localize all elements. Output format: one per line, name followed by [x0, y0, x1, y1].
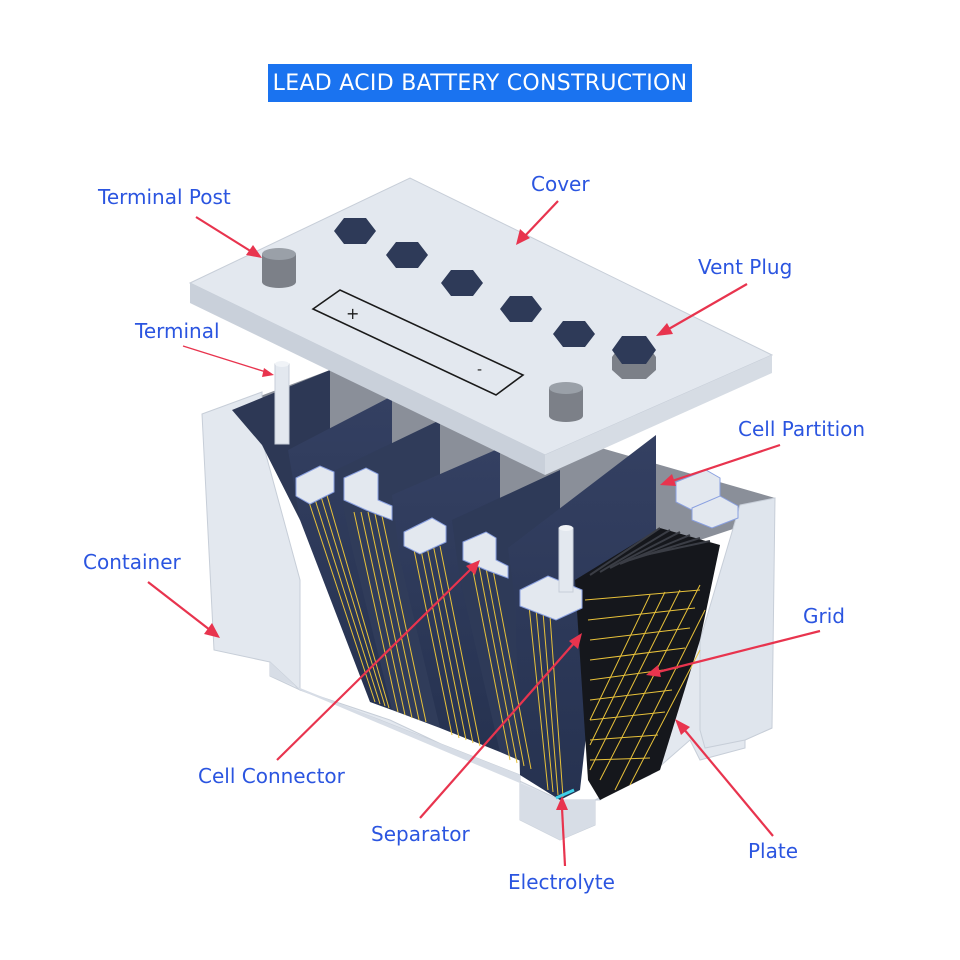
vent-hole-icon	[553, 321, 595, 347]
label-separator: Separator	[371, 822, 471, 846]
label-electrolyte: Electrolyte	[508, 870, 615, 894]
grid-crosshatch	[584, 584, 706, 791]
annotations: Terminal Post Cover Vent Plug Terminal C…	[83, 172, 865, 894]
minus-mark: -	[477, 362, 482, 378]
plus-mark: +	[346, 304, 359, 323]
vent-hole-icon	[386, 242, 428, 268]
label-vent-plug: Vent Plug	[698, 255, 792, 279]
cell-connectors	[295, 465, 739, 621]
vent-plug-icon	[612, 336, 656, 379]
polarity-label	[311, 289, 525, 396]
label-cell-connector: Cell Connector	[198, 764, 346, 788]
terminal-post-icon	[262, 248, 296, 288]
electrolyte-mark	[555, 788, 575, 800]
label-terminal: Terminal	[134, 319, 220, 343]
diagram-title: LEAD ACID BATTERY CONSTRUCTION	[268, 64, 692, 102]
label-cell-partition: Cell Partition	[738, 417, 865, 441]
vent-hole-icon	[334, 218, 376, 244]
cover: + -	[188, 177, 774, 475]
plate-stack	[575, 527, 720, 800]
vent-hole-icon	[441, 270, 483, 296]
vent-hole-icon	[500, 296, 542, 322]
label-plate: Plate	[748, 839, 798, 863]
label-grid: Grid	[803, 604, 845, 628]
label-terminal-post: Terminal Post	[97, 185, 231, 209]
label-container: Container	[83, 550, 182, 574]
label-cover: Cover	[531, 172, 590, 196]
terminal-rods	[274, 361, 574, 593]
terminal-post-icon	[549, 382, 583, 422]
